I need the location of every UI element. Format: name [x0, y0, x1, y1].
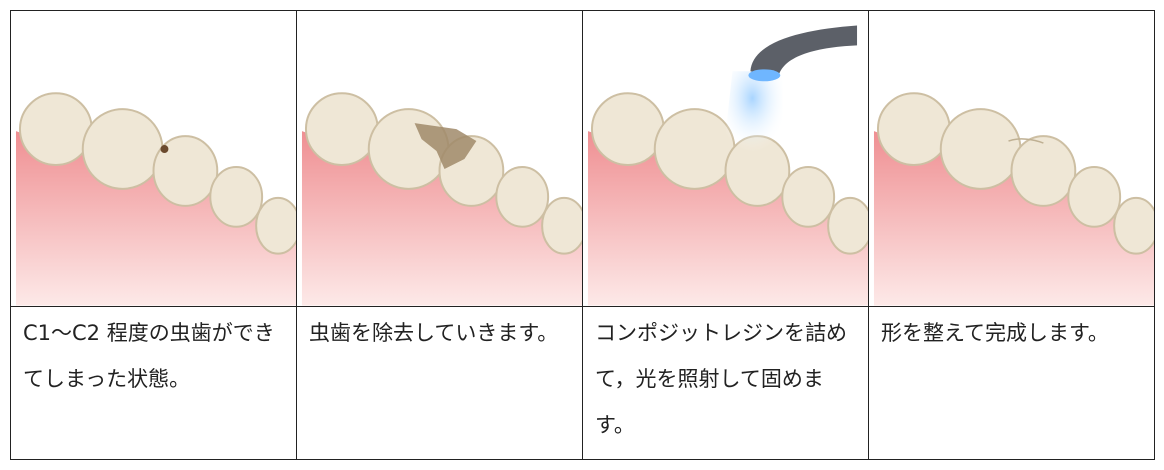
step-2-caption-cell: 虫歯を除去していきます。	[296, 306, 583, 460]
treatment-steps-table: C1〜C2 程度の虫歯ができてしまった状態。 虫歯を除去していきます。 コンポジ…	[10, 10, 1155, 460]
caption-row: C1〜C2 程度の虫歯ができてしまった状態。 虫歯を除去していきます。 コンポジ…	[10, 306, 1155, 460]
step-4-caption: 形を整えて完成します。	[881, 321, 1109, 345]
step-4-illustration-cell	[868, 10, 1155, 307]
tooth-small-cavity-icon	[15, 92, 296, 306]
step-3-caption: コンポジットレジンを詰めて，光を照射して固めます。	[595, 321, 847, 437]
tooth-light-curing-icon	[587, 25, 868, 306]
step-4-illustration	[869, 11, 1154, 306]
gum-shape	[15, 131, 296, 306]
step-3-caption-cell: コンポジットレジンを詰めて，光を照射して固めます。	[582, 306, 869, 460]
tooth-row	[18, 92, 296, 255]
cavity-spot	[160, 145, 169, 154]
step-1-illustration	[11, 11, 296, 306]
image-row	[10, 10, 1155, 307]
curing-light-tip	[748, 69, 781, 82]
gum-shape	[873, 131, 1154, 306]
tooth-cavity-removed-icon	[301, 92, 582, 306]
gum-shape	[587, 131, 868, 306]
curing-light-beam	[722, 71, 783, 161]
tooth-row	[304, 92, 582, 255]
step-1-caption: C1〜C2 程度の虫歯ができてしまった状態。	[23, 321, 275, 391]
step-2-illustration	[297, 11, 582, 306]
curing-light-handpiece	[750, 25, 858, 78]
step-2-caption: 虫歯を除去していきます。	[309, 321, 559, 345]
step-3-illustration-cell	[582, 10, 869, 307]
step-1-caption-cell: C1〜C2 程度の虫歯ができてしまった状態。	[10, 306, 297, 460]
step-1-illustration-cell	[10, 10, 297, 307]
step-3-illustration	[583, 11, 868, 306]
filling-outline	[1008, 138, 1044, 144]
step-4-caption-cell: 形を整えて完成します。	[868, 306, 1155, 460]
tooth-restored-icon	[873, 92, 1154, 306]
prepared-cavity	[414, 123, 477, 169]
gum-shape	[301, 131, 582, 306]
step-2-illustration-cell	[296, 10, 583, 307]
tooth-row	[876, 92, 1154, 255]
